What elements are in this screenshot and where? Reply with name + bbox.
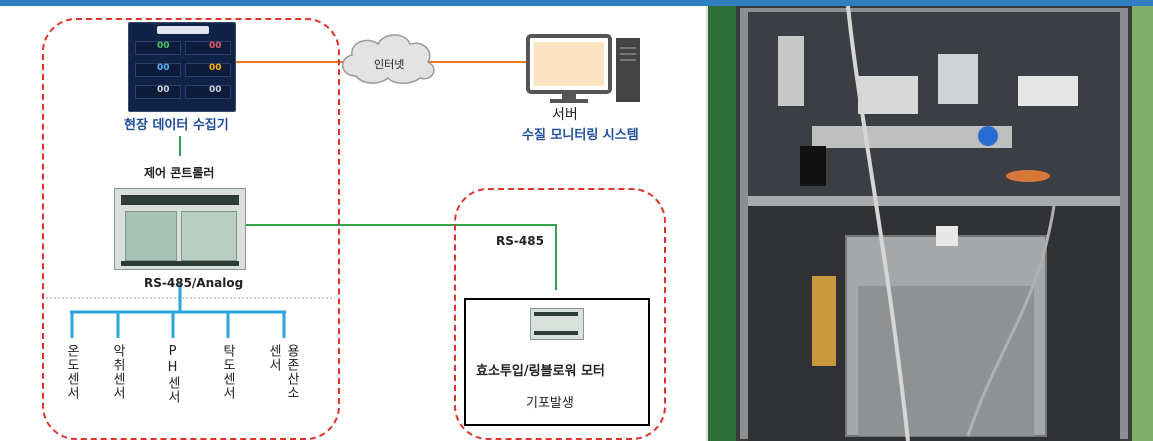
cabinet-photo-illustration <box>708 6 1153 441</box>
field-group-boundary <box>42 18 340 440</box>
motor-group-boundary <box>454 188 666 440</box>
sensor-do: 용존산소 <box>284 344 299 400</box>
diagram-lines <box>42 34 640 338</box>
motor-label: 효소투입/링블로워 모터 <box>476 364 605 379</box>
internet-label: 인터넷 <box>374 58 405 71</box>
readout-4: 00 <box>209 63 222 73</box>
collector-logo <box>157 26 209 34</box>
terminal-strip <box>121 195 239 205</box>
sensor-ph: PH센서 <box>165 344 180 404</box>
controller-label: 제어 콘트롤러 <box>144 166 215 180</box>
sensor-temperature: 온도센서 <box>64 344 79 400</box>
monitor-icon <box>526 34 612 103</box>
server-label: 서버 <box>552 107 578 123</box>
readout-1: 00 <box>157 41 170 51</box>
monitoring-system-label: 수질 모니터링 시스템 <box>522 128 639 143</box>
readout-2: 00 <box>209 41 222 51</box>
collector-label: 현장 데이터 수집기 <box>124 118 229 133</box>
sensor-do-suffix: 센서 <box>266 344 281 372</box>
top-accent-bar <box>0 0 1153 6</box>
sensor-turbidity: 탁도센서 <box>220 344 235 400</box>
readout-6: 00 <box>209 85 222 95</box>
motor-controller-board <box>530 308 584 340</box>
readout-5: 00 <box>157 85 170 95</box>
rs485-label: RS-485 <box>496 234 544 248</box>
sensor-odor: 악취센서 <box>110 344 125 400</box>
pc-tower-icon <box>616 38 640 102</box>
link-rs485-motor <box>244 224 557 290</box>
readout-3: 00 <box>157 63 170 73</box>
motor-box: 효소투입/링블로워 모터 기포발생 <box>464 298 650 426</box>
motor-sub-label: 기포발생 <box>526 396 574 411</box>
system-diagram: 00 00 00 00 00 00 현장 데이터 수집기 제어 콘트롤러 RS-… <box>0 6 708 441</box>
bus-label: RS-485/Analog <box>144 276 244 290</box>
controller-board <box>114 188 246 270</box>
data-collector-panel: 00 00 00 00 00 00 <box>128 22 236 112</box>
cabinet-photo <box>708 6 1153 441</box>
internet-cloud-icon <box>342 34 435 84</box>
